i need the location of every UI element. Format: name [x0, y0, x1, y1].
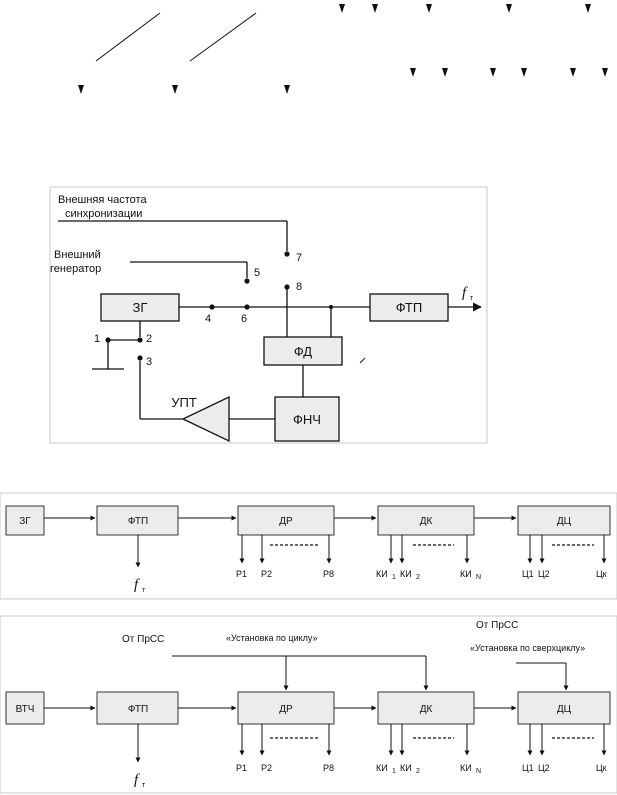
- node-4-label: 4: [205, 313, 211, 325]
- dc-output-c1: Ц1: [522, 569, 534, 579]
- node-5-dot: [244, 278, 250, 284]
- dk-output-ki2: КИ: [400, 569, 412, 579]
- dk-block-2: [377, 505, 475, 536]
- node-4-dot: [209, 304, 215, 310]
- node-8-label: 8: [296, 281, 302, 293]
- svg-text:ЗГ: ЗГ: [19, 516, 31, 527]
- ftp-block-label: ФТП: [396, 300, 422, 315]
- dc-block-2: [517, 505, 611, 536]
- node-3-dot: [137, 355, 143, 361]
- svg-text:N: N: [476, 574, 481, 581]
- dr-output-r1-3: Р1: [236, 763, 247, 773]
- figure-2-divider-chain: ЗГ ФТП f т ДР Р1 Р2 Р8 ДК КИ 1 КИ 2 КИ N…: [0, 492, 617, 600]
- node-7-label: 7: [296, 252, 302, 264]
- output-ft-label: f: [462, 285, 468, 301]
- from-prss-label-1: От ПрСС: [122, 634, 164, 645]
- node-6-dot: [244, 304, 250, 310]
- svg-text:ДЦ: ДЦ: [557, 516, 572, 527]
- svg-text:2: 2: [416, 574, 420, 581]
- ext-sync-label-2: синхронизации: [65, 208, 142, 220]
- upt-amplifier: [181, 395, 230, 443]
- svg-text:2: 2: [416, 768, 420, 775]
- svg-text:ДЦ: ДЦ: [557, 704, 572, 715]
- figure-3-frame: [0, 615, 617, 794]
- ext-sync-label-1: Внешняя частота: [58, 194, 147, 206]
- dr-output-r8: Р8: [323, 569, 334, 579]
- dk-output-kin: КИ: [460, 569, 472, 579]
- svg-text:ФТП: ФТП: [128, 704, 148, 715]
- node-1-label: 1: [94, 333, 100, 345]
- fnch-block: [274, 396, 340, 442]
- node-3-label: 3: [146, 356, 152, 368]
- dr-output-r1: Р1: [236, 569, 247, 579]
- svg-text:ДР: ДР: [279, 704, 293, 715]
- dr-output-r2-3: Р2: [261, 763, 272, 773]
- svg-text:ДР: ДР: [279, 516, 293, 527]
- figure-3-synchronized-chain: От ПрСС «Установка по циклу» От ПрСС «Ус…: [0, 615, 617, 794]
- svg-text:ФТП: ФТП: [128, 516, 148, 527]
- dk-output-kin-3: КИ: [460, 763, 472, 773]
- ext-gen-label-1: Внешний: [54, 249, 101, 261]
- node-2-label: 2: [146, 333, 152, 345]
- from-prss-label-2: От ПрСС: [476, 620, 518, 631]
- svg-text:ВТЧ: ВТЧ: [16, 704, 35, 715]
- figure-2-frame: [0, 492, 617, 600]
- svg-text:т: т: [470, 295, 474, 302]
- upt-label: УПТ: [171, 395, 197, 410]
- svg-text:1: 1: [392, 574, 396, 581]
- ftp-block-2: [96, 505, 179, 536]
- figure-1-frame: [49, 186, 488, 444]
- dk-output-ki1: КИ: [376, 569, 388, 579]
- supercycle-setup-label: «Установка по сверхциклу»: [470, 643, 585, 653]
- node-6-label: 6: [241, 313, 247, 325]
- vtch-block: [5, 691, 45, 725]
- svg-text:1: 1: [392, 768, 396, 775]
- dr-block-2: [237, 505, 335, 536]
- ft-output-label-3: f: [134, 772, 140, 788]
- ft-output-label-2: f: [134, 577, 140, 593]
- fnch-block-label: ФНЧ: [293, 412, 321, 427]
- dr-output-r8-3: Р8: [323, 763, 334, 773]
- dc-output-c2-3: Ц2: [538, 763, 550, 773]
- zg-block: [100, 293, 180, 322]
- node-5-label: 5: [254, 267, 260, 279]
- dc-output-c1-3: Ц1: [522, 763, 534, 773]
- ftp-block: [369, 293, 449, 322]
- svg-text:т: т: [142, 782, 146, 789]
- figure-1-pll-synthesizer: Внешняя частота синхронизации 7 Внешний …: [49, 186, 488, 444]
- cycle-setup-label: «Установка по циклу»: [226, 633, 318, 643]
- dk-output-ki2-3: КИ: [400, 763, 412, 773]
- ext-gen-label-2: генератор: [50, 263, 101, 275]
- ftp-block-3: [96, 691, 179, 725]
- zg-block-2: [5, 505, 45, 536]
- dc-block-3: [517, 691, 611, 725]
- dc-output-ck: Цк: [596, 569, 607, 579]
- svg-text:т: т: [142, 587, 146, 594]
- dr-output-r2: Р2: [261, 569, 272, 579]
- zg-block-label: ЗГ: [133, 300, 148, 315]
- svg-text:ДК: ДК: [420, 704, 433, 715]
- node-7-dot: [284, 251, 290, 257]
- dc-output-ck-3: Цк: [596, 763, 607, 773]
- scan-artifacts: [78, 4, 608, 94]
- dk-output-ki1-3: КИ: [376, 763, 388, 773]
- fd-block-label: ФД: [294, 344, 312, 359]
- svg-text:ДК: ДК: [420, 516, 433, 527]
- dc-output-c2: Ц2: [538, 569, 550, 579]
- svg-text:N: N: [476, 768, 481, 775]
- fd-block: [263, 336, 343, 366]
